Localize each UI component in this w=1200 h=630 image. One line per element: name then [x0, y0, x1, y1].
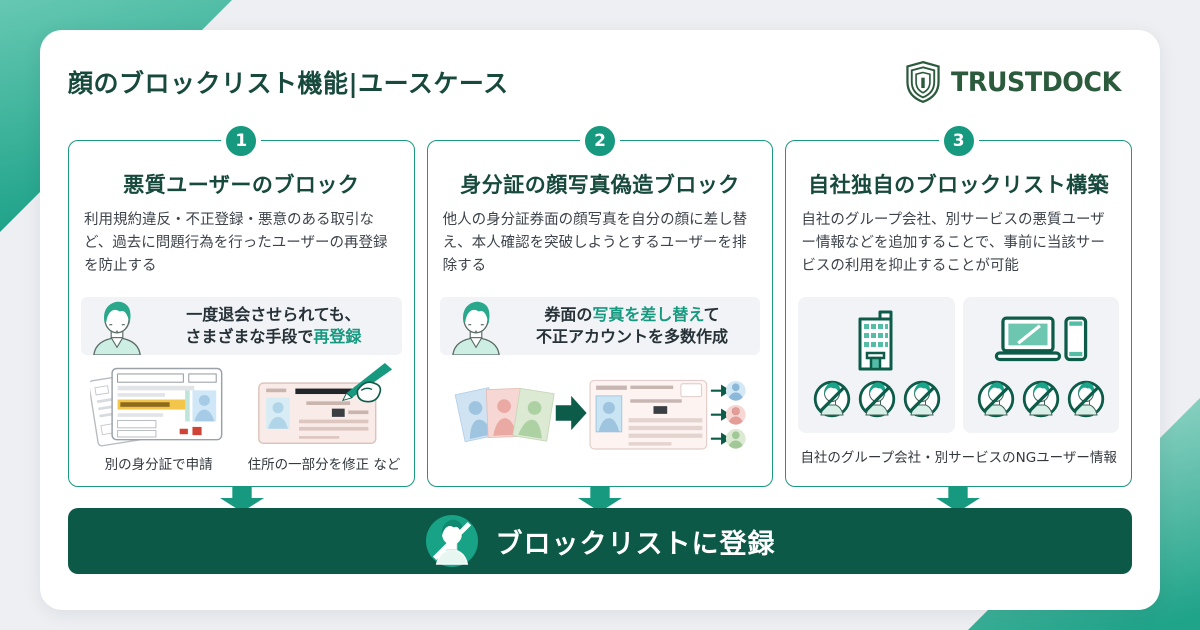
usecase-3-caption: 自社のグループ会社・別サービスのNGユーザー情報 — [800, 450, 1117, 466]
blocked-user-icon — [857, 379, 897, 419]
edit-address-figure: 住所の一部分を修正 など — [246, 363, 401, 473]
laptop-and-phone-icon — [993, 307, 1089, 375]
usecase-2-highlight: 券面の写真を差し替えて 不正アカウントを多数作成 — [439, 297, 761, 355]
card-pen-edit-icon — [246, 363, 401, 447]
blocked-users-row — [812, 379, 942, 419]
group-company-box — [798, 297, 955, 433]
usecase-3-illustrations — [798, 297, 1120, 433]
blocked-user-icon — [812, 379, 852, 419]
usecase-1-highlight: 一度退会させられても、 さまざまな手段で再登録 — [81, 297, 402, 355]
highlight-line2: さまざまな手段で — [185, 327, 314, 346]
blocked-users-row — [976, 379, 1106, 419]
blocklist-register-label: ブロックリストに登録 — [495, 528, 776, 560]
highlight-accent: 再登録 — [313, 327, 362, 346]
usecase-1-description: 利用規約違反・不正登録・悪意のある取引など、過去に問題行為を行ったユーザーの再登… — [84, 212, 388, 275]
page-title: 顔のブロックリスト機能|ユースケース — [68, 69, 509, 98]
blocked-user-icon — [976, 379, 1016, 419]
other-id-caption: 別の身分証で申請 — [104, 457, 213, 473]
usecase-3-description: 自社のグループ会社、別サービスの悪質ユーザー情報などを追加することで、事前に当該… — [801, 212, 1105, 275]
usecase-columns: 1 悪質ユーザーのブロック 利用規約違反・不正登録・悪意のある取引など、過去に問… — [68, 121, 1133, 487]
edit-address-caption: 住所の一部分を修正 など — [247, 457, 401, 473]
blocked-user-icon — [902, 379, 942, 419]
usecase-2-description: 他人の身分証券面の顔写真を自分の顔に差し替え、本人確認を突破しようとするユーザー… — [442, 212, 748, 275]
highlight-line1: 一度退会させられても、 — [186, 305, 361, 325]
other-service-box — [962, 297, 1120, 433]
trustdock-logo: TRUSTDOCK — [904, 60, 1132, 104]
blocklist-register-bar: ブロックリストに登録 — [68, 508, 1132, 574]
header: 顔のブロックリスト機能|ユースケース TRUSTDOCK — [68, 56, 1132, 108]
brand-name: TRUSTDOCK — [951, 66, 1122, 98]
highlight-line1: 券面の — [544, 305, 593, 325]
blocked-user-icon — [425, 514, 479, 568]
usecase-2-title: 身分証の顔写真偽造ブロック — [460, 173, 740, 197]
step-3-badge: 3 — [938, 121, 979, 161]
photo-swap-forgery-icon — [436, 365, 765, 461]
step-2-badge: 2 — [580, 121, 620, 161]
office-building-icon — [849, 307, 905, 375]
trustdock-shield-icon — [904, 60, 942, 104]
user-avatar-icon — [440, 297, 512, 355]
drivers-license-icon — [81, 363, 236, 447]
usecase-1-title: 悪質ユーザーのブロック — [123, 173, 360, 197]
blocked-user-icon — [1021, 379, 1061, 419]
usecase-3-title: 自社独自のブロックリスト構築 — [808, 173, 1110, 197]
highlight-line1-tail: て — [703, 305, 720, 325]
usecase-2-highlight-text: 券面の写真を差し替えて 不正アカウントを多数作成 — [512, 304, 761, 347]
usecase-1-highlight-text: 一度退会させられても、 さまざまな手段で再登録 — [153, 304, 402, 347]
highlight-line2: 不正アカウントを多数作成 — [536, 327, 729, 346]
highlight-accent: 写真を差し替え — [592, 305, 704, 325]
usecase-card-custom-blocklist: 3 自社独自のブロックリスト構築 自社のグループ会社、別サービスの悪質ユーザー情… — [785, 121, 1133, 487]
blocked-user-icon — [1066, 379, 1106, 419]
usecase-card-bad-users: 1 悪質ユーザーのブロック 利用規約違反・不正登録・悪意のある取引など、過去に問… — [68, 121, 415, 487]
main-card: 顔のブロックリスト機能|ユースケース TRUSTDOCK 1 悪質ユーザーのブロ… — [40, 30, 1160, 610]
usecase-1-illustrations: 別の身分証で申請 住所の一部分を修正 など — [81, 363, 402, 473]
other-id-figure: 別の身分証で申請 — [81, 363, 236, 473]
user-avatar-icon — [81, 297, 153, 355]
usecase-card-photo-forgery: 2 身分証の顔写真偽造ブロック 他人の身分証券面の顔写真を自分の顔に差し替え、本… — [426, 121, 774, 487]
step-1-badge: 1 — [221, 121, 262, 161]
usecase-2-illustration — [436, 365, 765, 461]
